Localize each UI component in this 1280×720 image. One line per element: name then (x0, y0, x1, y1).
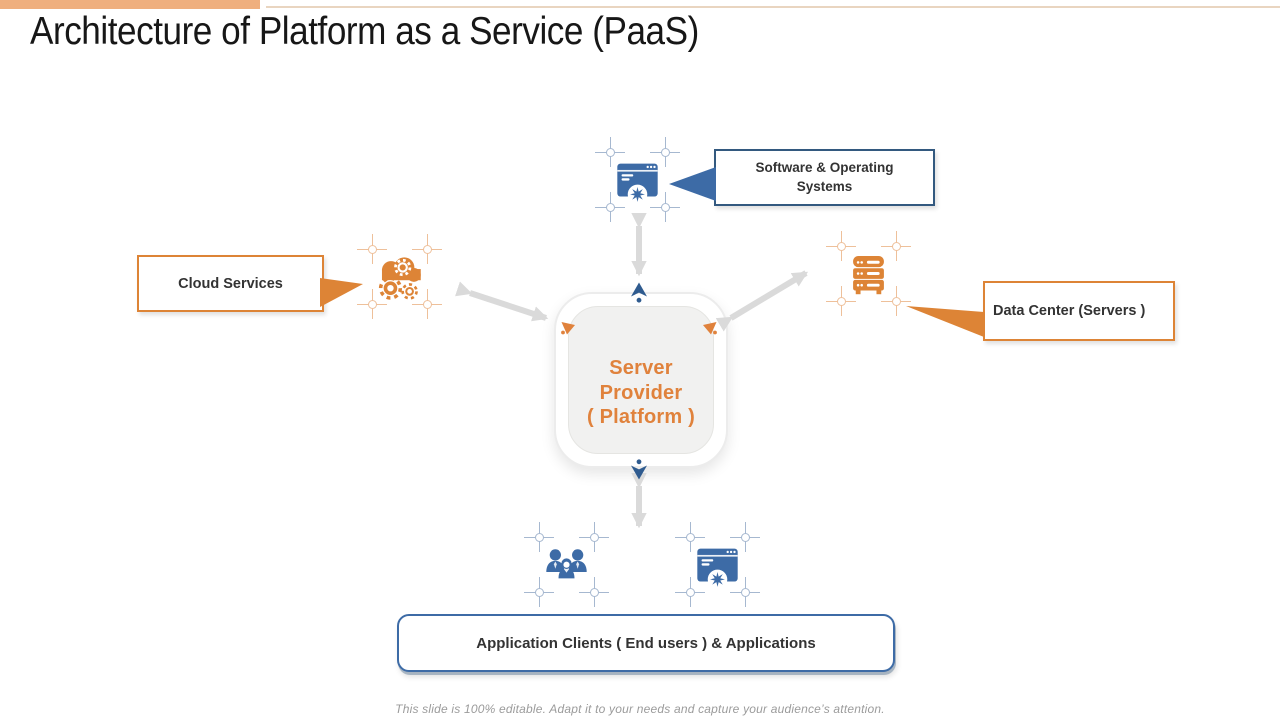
cloud-gears-icon (378, 257, 421, 300)
server-provider-platform-shape: Server Provider ( Platform ) (554, 292, 728, 468)
crosshair-mark (881, 231, 911, 261)
crosshair-mark (595, 137, 625, 167)
crosshair-mark (730, 522, 760, 552)
crosshair-mark (412, 234, 442, 264)
server-stack-icon (853, 255, 884, 295)
crosshair-mark (826, 231, 856, 261)
crosshair-mark (524, 522, 554, 552)
slide-title: Architecture of Platform as a Service (P… (30, 10, 699, 53)
editable-note: This slide is 100% editable. Adapt it to… (395, 702, 885, 716)
crosshair-mark (357, 234, 387, 264)
crosshair-mark (730, 577, 760, 607)
crosshair-mark (524, 577, 554, 607)
icon-tile-cloud-services (357, 234, 442, 319)
browser-settings-icon (617, 163, 658, 205)
connector-right-arrow (715, 270, 809, 332)
server-provider-label: Server Provider ( Platform ) (569, 330, 713, 429)
crosshair-mark (650, 137, 680, 167)
icon-tile-data-center (826, 231, 911, 316)
datacenter-callout-pointer (906, 306, 984, 337)
crosshair-mark (675, 522, 705, 552)
crosshair-mark (595, 192, 625, 222)
server-provider-inner-panel: Server Provider ( Platform ) (568, 306, 714, 454)
crosshair-mark (579, 522, 609, 552)
users-group-icon (546, 549, 587, 579)
software-operating-systems-label: Software & Operating Systems (714, 149, 935, 206)
icon-tile-end-users (524, 522, 609, 607)
icon-tile-software (595, 137, 680, 222)
cloud-services-label: Cloud Services (137, 255, 324, 312)
application-clients-label: Application Clients ( End users ) & Appl… (397, 614, 895, 672)
data-center-servers-label: Data Center (Servers ) (983, 281, 1175, 341)
crosshair-mark (579, 577, 609, 607)
browser-settings-icon (697, 548, 738, 590)
crosshair-mark (675, 577, 705, 607)
crosshair-mark (826, 286, 856, 316)
server-provider-line1: Server Provider (599, 357, 683, 404)
top-accent-bar (0, 0, 260, 9)
icon-tile-applications (675, 522, 760, 607)
connector-left-arrow (455, 281, 549, 322)
top-divider-line (266, 6, 1280, 8)
server-provider-line2: ( Platform ) (587, 406, 695, 429)
